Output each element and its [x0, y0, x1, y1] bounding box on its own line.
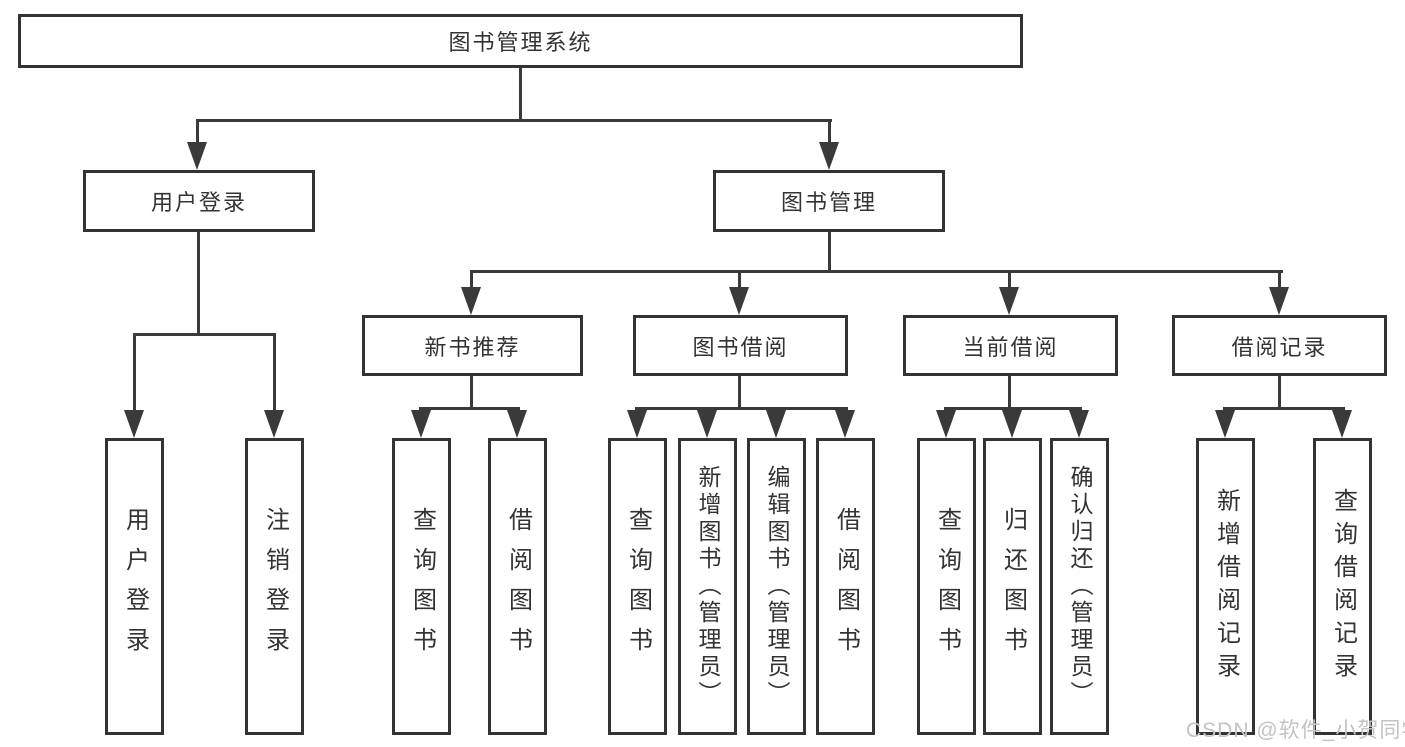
connector-currentborrow-stem	[1008, 376, 1011, 410]
leaf-logout-label: 注销登录	[261, 506, 289, 667]
node-user-login: 用户登录	[83, 170, 315, 232]
connector-userlogin-drop-2	[273, 333, 276, 412]
connector-records-stem	[1278, 376, 1281, 410]
leaf-bb-edit-books-admin: 编辑图书（管理员）	[747, 438, 806, 735]
arrowhead-new-books	[461, 287, 481, 315]
connector-bookmgmt-drop-2	[738, 270, 741, 289]
arrowhead-leaf-login	[124, 410, 144, 438]
arrowhead-rec-query	[1332, 410, 1352, 438]
leaf-bb-edit-books-admin-label: 编辑图书（管理员）	[764, 465, 790, 708]
leaf-bb-borrow-books: 借阅图书	[816, 438, 875, 735]
node-new-books: 新书推荐	[362, 315, 583, 376]
leaf-bb-borrow-books-label: 借阅图书	[832, 506, 860, 667]
connector-userlogin-drop-1	[133, 333, 136, 412]
arrowhead-nb-borrow	[507, 410, 527, 438]
arrowhead-bb-query	[627, 410, 647, 438]
arrowhead-borrow-records	[1269, 287, 1289, 315]
arrowhead-user-login	[187, 142, 207, 170]
arrowhead-bb-borrow	[835, 410, 855, 438]
leaf-cb-confirm-return-admin: 确认归还（管理员）	[1050, 438, 1109, 735]
leaf-nb-borrow-books-label: 借阅图书	[504, 506, 532, 667]
leaf-nb-query-books: 查询图书	[392, 438, 451, 735]
arrowhead-cb-query	[936, 410, 956, 438]
connector-records-rail	[1223, 407, 1345, 410]
leaf-cb-confirm-return-admin-label: 确认归还（管理员）	[1067, 465, 1093, 708]
leaf-bb-query-books-label: 查询图书	[624, 506, 652, 667]
leaf-rec-add-record-label: 新增借阅记录	[1212, 487, 1240, 686]
leaf-cb-query-books: 查询图书	[917, 438, 976, 735]
arrowhead-current-borrow	[999, 287, 1019, 315]
leaf-cb-return-books: 归还图书	[983, 438, 1042, 735]
arrowhead-cb-return	[1002, 410, 1022, 438]
connector-root-rail	[196, 119, 832, 122]
leaf-cb-return-books-label: 归还图书	[999, 506, 1027, 667]
node-new-books-label: 新书推荐	[424, 334, 521, 360]
leaf-logout: 注销登录	[245, 438, 304, 735]
watermark: CSDN @软件_小贺同学	[1186, 719, 1405, 742]
connector-newbooks-rail	[419, 407, 520, 410]
connector-bookmgmt-drop-1	[470, 270, 473, 289]
node-root: 图书管理系统	[18, 14, 1023, 68]
connector-bookmgmt-rail	[470, 270, 1283, 273]
leaf-rec-add-record: 新增借阅记录	[1196, 438, 1255, 735]
leaf-nb-borrow-books: 借阅图书	[488, 438, 547, 735]
leaf-bb-add-books-admin: 新增图书（管理员）	[678, 438, 737, 735]
leaf-bb-query-books: 查询图书	[608, 438, 667, 735]
connector-bookmgmt-stem	[828, 232, 831, 273]
connector-bookmgmt-drop-4	[1278, 270, 1281, 289]
node-book-management-label: 图书管理	[780, 190, 877, 215]
node-book-borrow: 图书借阅	[633, 315, 848, 376]
connector-bookmgmt-drop-3	[1008, 270, 1011, 289]
arrowhead-nb-query	[411, 410, 431, 438]
node-borrow-records-label: 借阅记录	[1231, 334, 1328, 360]
node-current-borrow: 当前借阅	[903, 315, 1118, 376]
connector-currentborrow-rail	[944, 407, 1082, 410]
node-borrow-records: 借阅记录	[1172, 315, 1387, 376]
arrowhead-leaf-logout	[264, 410, 284, 438]
arrowhead-bb-edit	[766, 410, 786, 438]
leaf-bb-add-books-admin-label: 新增图书（管理员）	[695, 465, 721, 708]
leaf-user-login-label: 用户登录	[121, 506, 149, 667]
connector-bookborrow-rail	[635, 407, 848, 410]
leaf-rec-query-record: 查询借阅记录	[1313, 438, 1372, 735]
connector-root-drop-right	[828, 119, 831, 146]
arrowhead-book-mgmt	[819, 142, 839, 170]
arrowhead-book-borrow	[729, 287, 749, 315]
node-current-borrow-label: 当前借阅	[962, 334, 1059, 360]
leaf-nb-query-books-label: 查询图书	[408, 506, 436, 667]
leaf-user-login: 用户登录	[105, 438, 164, 735]
leaf-cb-query-books-label: 查询图书	[933, 506, 961, 667]
arrowhead-bb-add	[697, 410, 717, 438]
node-user-login-label: 用户登录	[150, 190, 247, 215]
connector-userlogin-stem	[197, 232, 200, 336]
connector-userlogin-rail	[133, 333, 276, 336]
connector-newbooks-stem	[470, 376, 473, 410]
leaf-rec-query-record-label: 查询借阅记录	[1329, 487, 1357, 686]
connector-root-drop-left	[196, 119, 199, 146]
connector-root-stem	[519, 68, 522, 122]
connector-bookborrow-stem	[738, 376, 741, 410]
node-book-management: 图书管理	[713, 170, 945, 232]
node-book-borrow-label: 图书借阅	[692, 334, 789, 360]
arrowhead-rec-add	[1215, 410, 1235, 438]
node-root-label: 图书管理系统	[448, 30, 593, 55]
arrowhead-cb-confirm	[1069, 410, 1089, 438]
